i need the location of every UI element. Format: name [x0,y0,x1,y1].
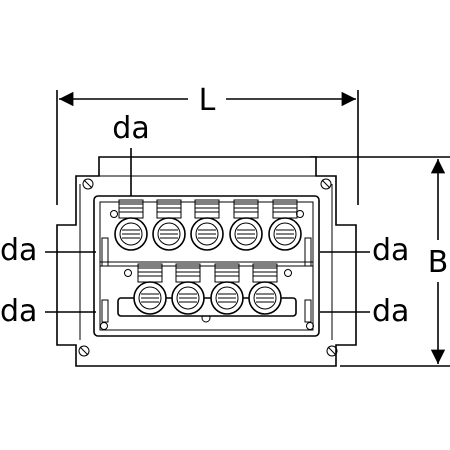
label-da-right-upper: da [372,233,409,268]
fitting [171,263,205,315]
fitting [133,263,167,315]
fitting [114,199,148,251]
dimension-b-label: B [428,245,449,280]
dimension-l: L [56,83,359,205]
dimension-l-label: L [199,83,216,118]
label-da-right-lower: da [372,294,409,329]
fitting [229,199,263,251]
fitting [210,263,244,315]
fitting [190,199,224,251]
label-da-top: da [112,111,149,146]
housing [56,156,357,367]
upper-fittings-row [114,199,302,251]
fitting [152,199,186,251]
dimension-b: B [310,156,450,367]
label-da-left-upper: da [0,233,37,268]
lower-fittings-row [133,263,282,315]
label-leaders [45,148,370,313]
label-da-left-lower: da [0,294,37,329]
fitting [268,199,302,251]
fitting [248,263,282,315]
